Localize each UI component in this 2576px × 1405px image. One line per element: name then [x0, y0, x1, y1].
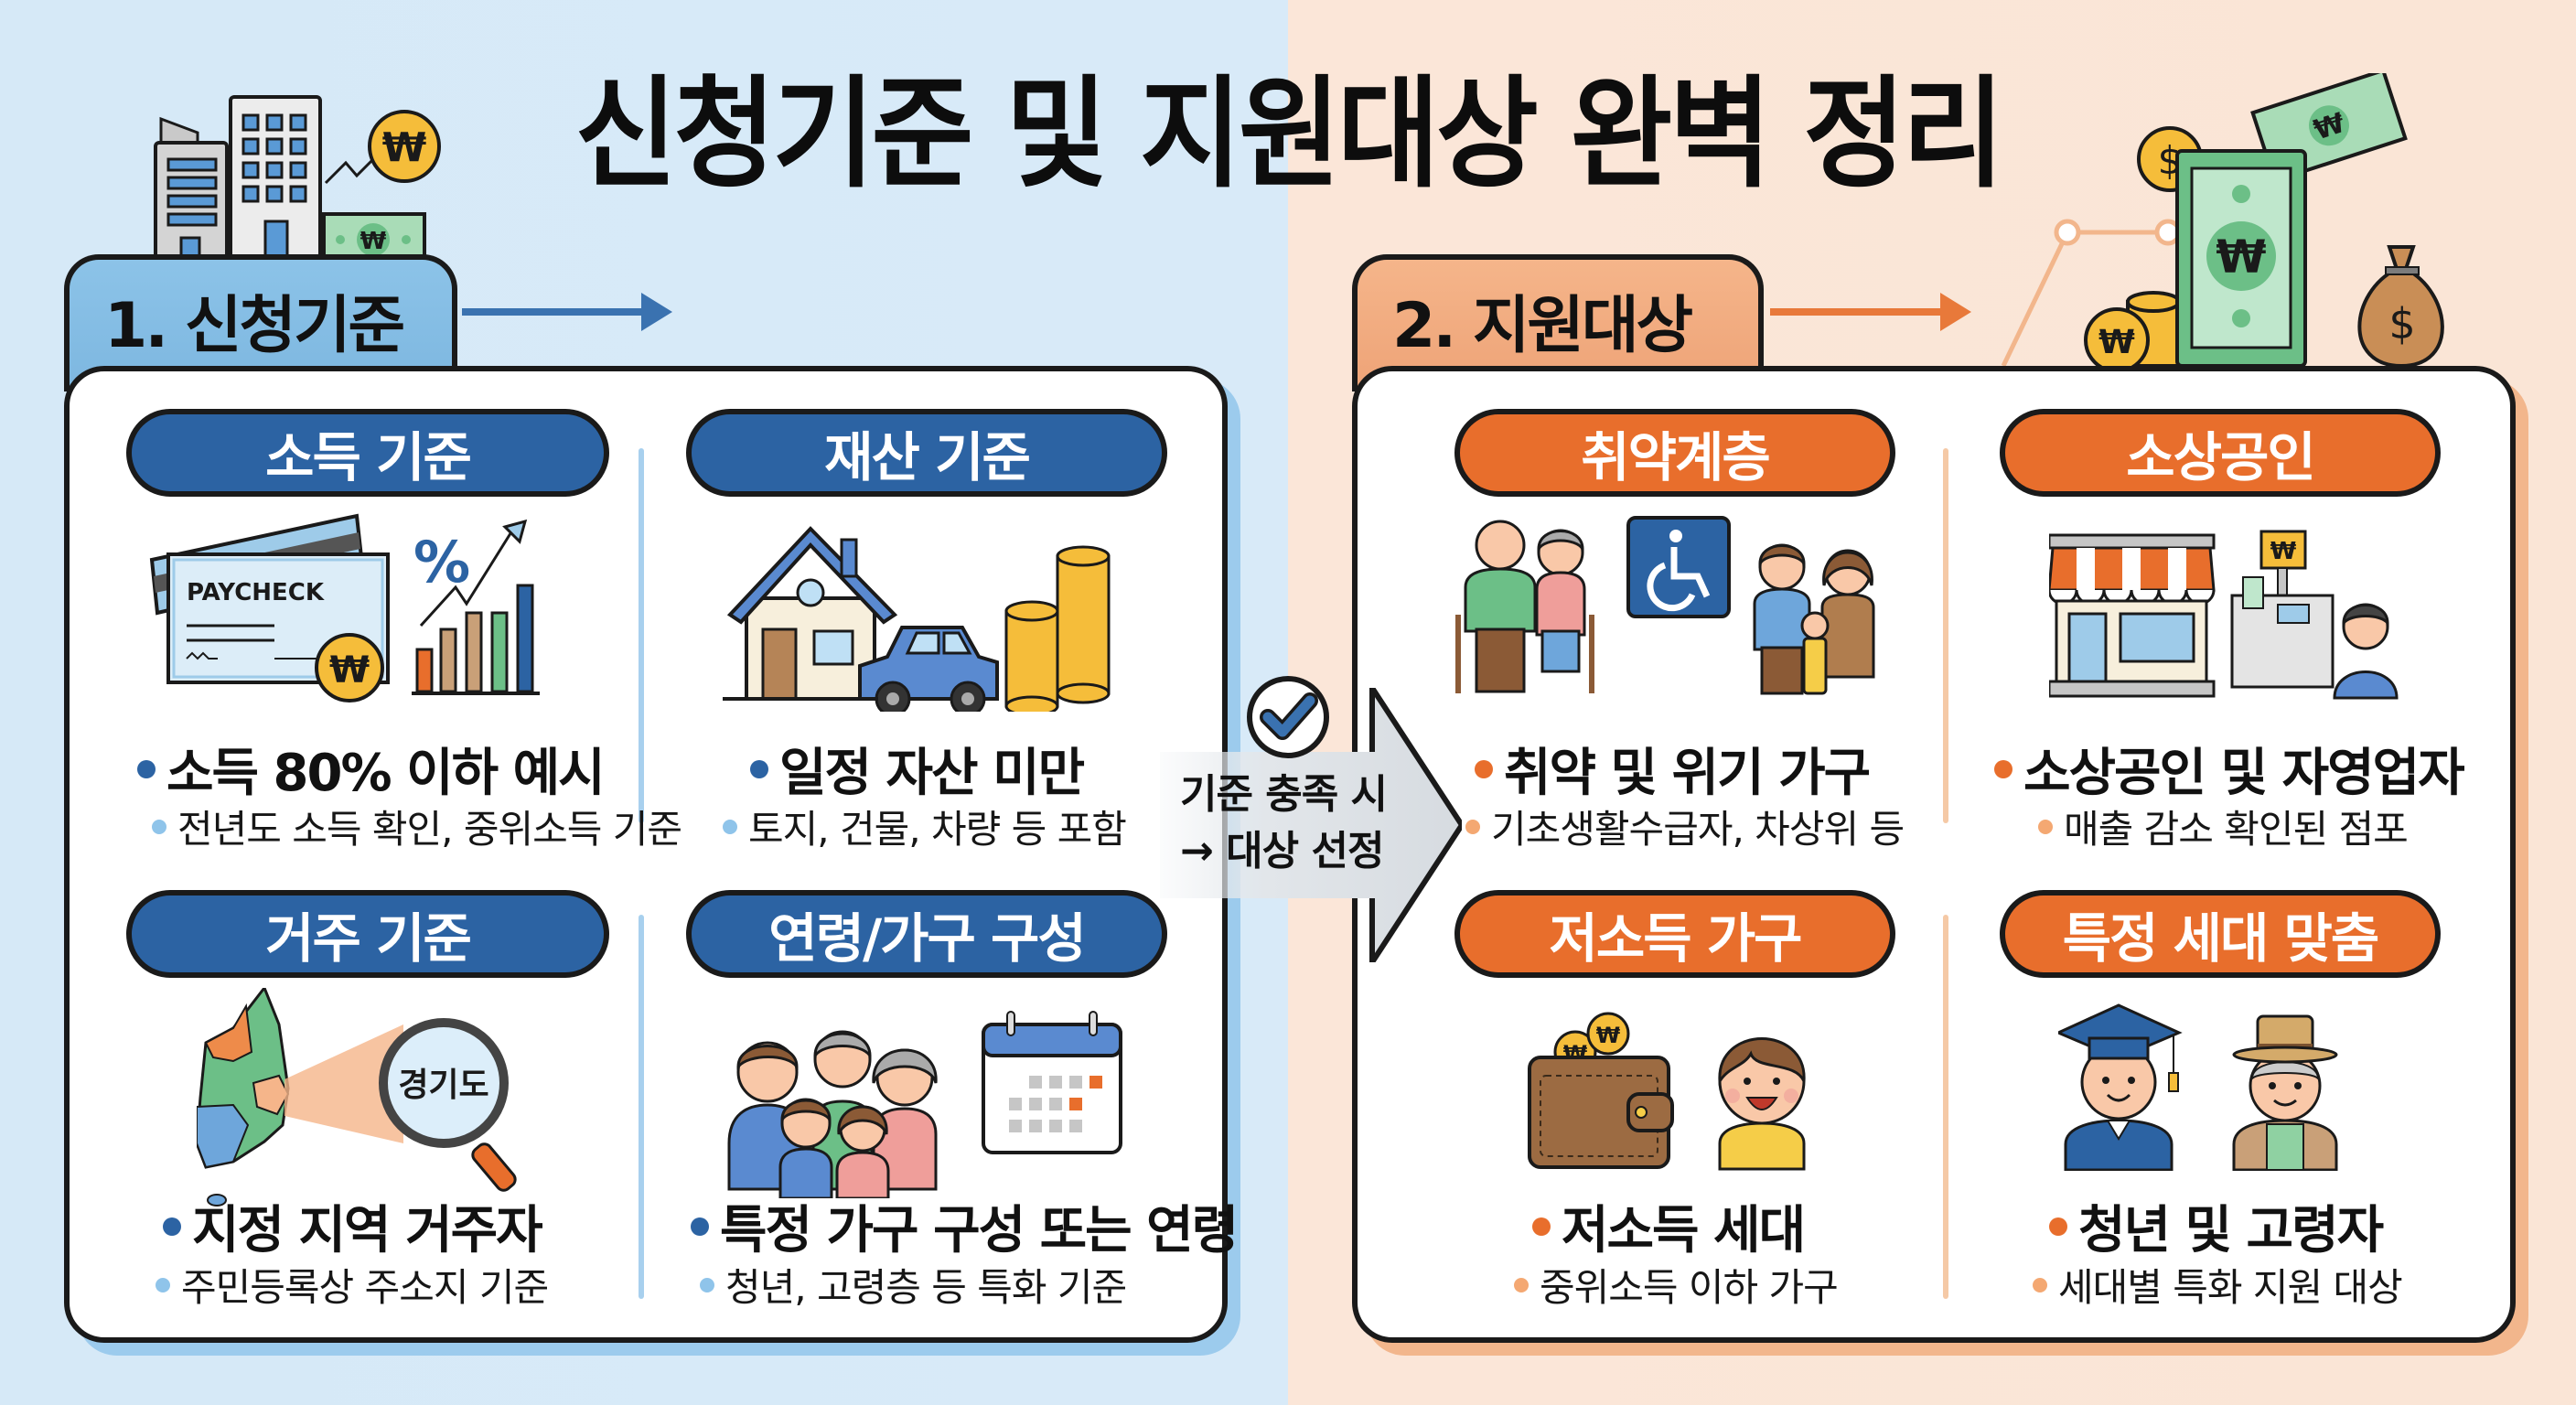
flow-label: 기준 충족 시 → 대상 선정: [1180, 767, 1418, 880]
card-header-assets: 재산 기준: [686, 409, 1167, 497]
svg-text:₩: ₩: [329, 649, 370, 692]
svg-text:₩: ₩: [2098, 324, 2135, 361]
bullet-sub: 세대별 특화 지원 대상: [2033, 1257, 2403, 1313]
bullet-main: 저소득 세대: [1532, 1189, 1806, 1263]
bullet-dot: [152, 819, 166, 834]
flow-label-line2: → 대상 선정: [1180, 828, 1384, 874]
bullet-dot: [156, 1277, 170, 1292]
section-tab-label: 1. 신청기준: [104, 289, 405, 362]
card-header-low-income: 저소득 가구: [1454, 890, 1895, 978]
bullet-dot: [2038, 819, 2053, 834]
check-circle-icon: [1247, 676, 1329, 758]
bullet-sub: 기초생활수급자, 차상위 등: [1465, 799, 1905, 854]
korea-map-magnifier-icon: 경기도: [197, 988, 517, 1207]
bullet-sub: 전년도 소득 확인, 중위소득 기준: [152, 799, 682, 854]
bullet-dot: [691, 1217, 709, 1236]
card-header-generation: 특정 세대 맞춤: [2000, 890, 2441, 978]
bullet-dot: [137, 759, 156, 778]
card-header-small-business: 소상공인: [2000, 409, 2441, 497]
bullet-dot: [700, 1277, 714, 1292]
bullet-sub: 매출 감소 확인된 점포: [2038, 799, 2409, 854]
elderly-disabled-family-icon: [1455, 516, 1875, 695]
bullet-dot: [1465, 819, 1480, 834]
svg-text:₩: ₩: [2216, 231, 2266, 284]
bullet-dot: [750, 759, 768, 778]
svg-text:%: %: [413, 529, 470, 595]
bullet-dot: [163, 1217, 181, 1236]
svg-text:경기도: 경기도: [398, 1067, 488, 1104]
divider: [1943, 448, 1948, 823]
criteria-panel: [64, 366, 1228, 1343]
bullet-dot: [2033, 1277, 2047, 1292]
card-header-vulnerable: 취약계층: [1454, 409, 1895, 497]
targets-panel: [1352, 366, 2516, 1343]
flow-label-line1: 기준 충족 시: [1180, 771, 1388, 818]
bullet-dot: [1514, 1277, 1529, 1292]
arrow-right-icon: [1770, 293, 1971, 331]
page-title: 신청기준 및 지원대상 완벽 정리: [574, 64, 2005, 205]
house-car-coins-icon: [723, 526, 1111, 712]
section-tab-label: 2. 지원대상: [1392, 289, 1693, 362]
svg-text:₩: ₩: [382, 124, 427, 171]
bullet-main: 지정 지역 거주자: [163, 1189, 543, 1263]
svg-text:₩: ₩: [360, 228, 387, 255]
divider: [639, 915, 644, 1299]
flow-arrow-icon: [1160, 688, 1462, 962]
wallet-child-icon: ₩ ₩: [1528, 1012, 1806, 1171]
family-calendar-icon: [727, 1011, 1122, 1198]
bullet-main: 소상공인 및 자영업자: [1994, 732, 2465, 806]
bullet-sub: 토지, 건물, 차량 등 포함: [723, 799, 1127, 854]
buildings-money-icon: ₩ ₩: [154, 95, 441, 265]
bullet-dot: [1475, 759, 1493, 778]
card-header-residence: 거주 기준: [126, 890, 609, 978]
bullet-main: 특정 가구 구성 또는 연령: [691, 1189, 1239, 1263]
bullet-dot: [1994, 759, 2012, 778]
divider: [1943, 915, 1948, 1299]
svg-text:₩: ₩: [2270, 538, 2297, 565]
card-header-age-household: 연령/가구 구성: [686, 890, 1167, 978]
arrow-right-icon: [462, 293, 672, 331]
bullet-dot: [723, 819, 737, 834]
divider: [639, 448, 644, 823]
svg-text:$: $: [2388, 299, 2415, 349]
bullet-sub: 청년, 고령층 등 특화 기준: [700, 1257, 1127, 1313]
svg-text:PAYCHECK: PAYCHECK: [187, 579, 325, 606]
graduate-senior-icon: [2058, 1003, 2338, 1171]
bullet-sub: 중위소득 이하 가구: [1514, 1257, 1839, 1313]
bullet-main: 청년 및 고령자: [2049, 1189, 2384, 1263]
bullet-sub: 주민등록상 주소지 기준: [156, 1257, 549, 1313]
bullet-main: 취약 및 위기 가구: [1475, 732, 1871, 806]
bullet-main: 일정 자산 미만: [750, 732, 1085, 806]
card-header-income: 소득 기준: [126, 409, 609, 497]
bullet-dot: [1532, 1217, 1551, 1236]
paycheck-chart-icon: PAYCHECK ₩ %: [149, 513, 540, 702]
bullet-dot: [2049, 1217, 2067, 1236]
svg-text:₩: ₩: [1596, 1023, 1621, 1048]
bullet-main: 소득 80% 이하 예시: [137, 732, 606, 806]
shop-register-icon: ₩: [2049, 530, 2399, 700]
money-stack-icon: $ ₩ ₩ ₩ $: [2001, 73, 2444, 366]
